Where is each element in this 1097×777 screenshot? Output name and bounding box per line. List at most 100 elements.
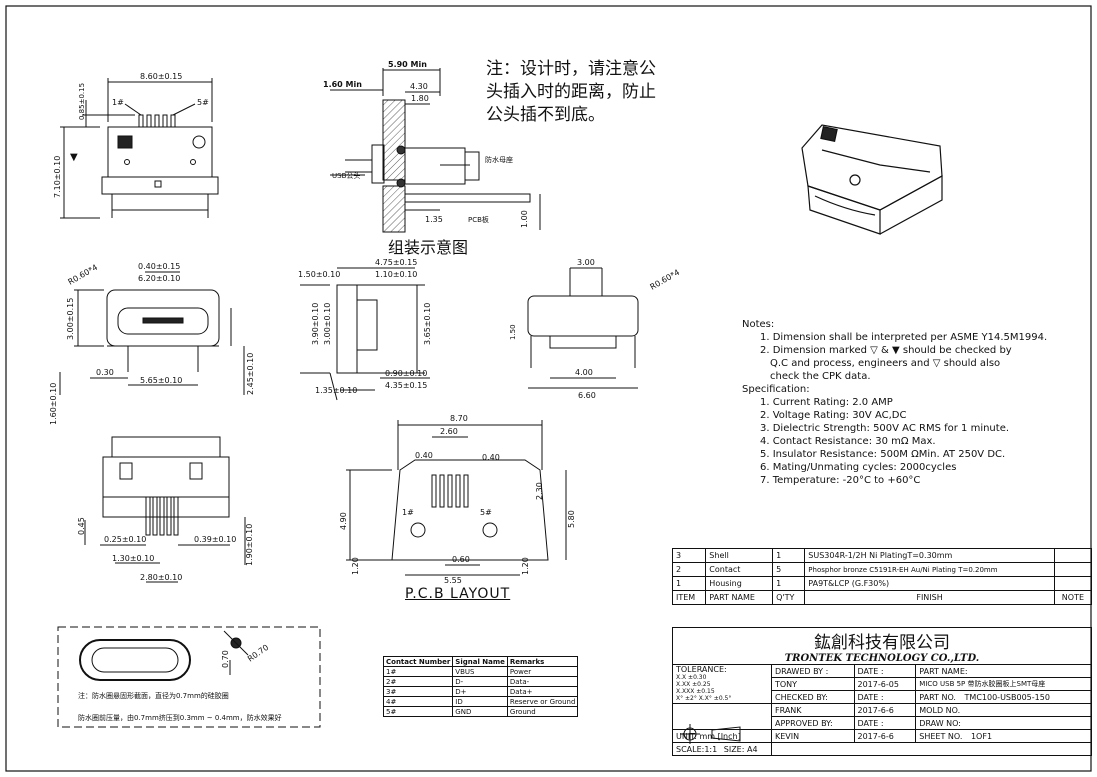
date-3: 2017-6-6 <box>853 729 917 743</box>
spec-5: 5. Insulator Resistance: 500M ΩMin. AT 2… <box>760 449 1006 460</box>
date-label-3: DATE : <box>853 716 917 730</box>
drawed-by-label: DRAWED BY : <box>771 664 855 678</box>
dim-pcb-060: 0.60 <box>452 555 470 564</box>
dim-pcb-260: 2.60 <box>440 427 458 436</box>
label-pcb-pin5: 5# <box>480 508 492 517</box>
dim-gasket-r: R0.70 <box>246 643 270 664</box>
dim-front-h: 3.00±0.15 <box>66 298 75 340</box>
pin-signal: VBUS <box>452 666 508 677</box>
assembly-view <box>330 68 541 233</box>
dim-end-r: R0.60*4 <box>649 268 682 292</box>
dim-side-g: 0.90±0.10 <box>385 369 427 378</box>
bom-header-item: ITEM <box>671 590 707 605</box>
pin-number: 4# <box>382 696 454 707</box>
approved-by-label: APPROVED BY: <box>771 716 855 730</box>
dim-front-030: 0.30 <box>96 368 114 377</box>
tolerance-3: X.XXX ±0.15 <box>676 688 715 695</box>
dim-side-a: 1.50±0.10 <box>298 270 340 279</box>
bom-finish: Phosphor bronze C5191R-EH Au/Ni Plating … <box>804 562 1055 577</box>
bom-item: 2 <box>671 562 707 577</box>
bottom-view <box>84 436 246 583</box>
approved-by-name: KEVIN <box>771 729 855 743</box>
label-pin1-top: 1# <box>112 98 124 107</box>
part-no-row: PART NO. TMC100-USB005-150 <box>915 690 1092 704</box>
dim-front-top2: 6.20±0.10 <box>138 274 180 283</box>
dim-front-w: 5.65±0.10 <box>140 376 182 385</box>
iso-view <box>801 124 943 235</box>
date-label-2: DATE : <box>853 690 917 704</box>
label-pcb-pin1: 1# <box>402 508 414 517</box>
pin-header-signal: Signal Name <box>452 656 508 667</box>
pin-header-contact: Contact Number <box>382 656 454 667</box>
spec-3: 3. Dielectric Strength: 500V AC RMS for … <box>760 423 1010 434</box>
dim-end-lt: 1.50 <box>509 324 517 340</box>
dim-pcb-040b: 0.40 <box>482 453 500 462</box>
spec-title: Specification: <box>742 384 810 395</box>
dim-pcb-040a: 0.40 <box>415 451 433 460</box>
spec-4: 4. Contact Resistance: 30 mΩ Max. <box>760 436 936 447</box>
dim-side-d: 3.90±0.10 <box>311 303 320 345</box>
dim-end-3: 3.00 <box>577 258 595 267</box>
top-view <box>60 78 219 219</box>
table-row: 5# GND Ground <box>382 706 579 717</box>
spec-6: 6. Mating/Unmating cycles: 2000cycles <box>760 462 957 473</box>
bom-note <box>1053 562 1093 577</box>
dim-pcb-555: 5.55 <box>444 576 462 585</box>
date-1: 2017-6-05 <box>853 677 917 691</box>
bom-note <box>1053 576 1093 591</box>
dim-pcb-120b: 1.20 <box>521 557 530 575</box>
bom-header-note: NOTE <box>1053 590 1093 605</box>
bom-header: ITEM PART NAME Q'TY FINISH NOTE <box>671 590 1093 605</box>
notes-block: Notes: 1. Dimension shall be interpreted… <box>742 318 1047 487</box>
side-view <box>300 267 430 401</box>
pin-signal: D- <box>452 676 508 687</box>
table-row: 1# VBUS Power <box>382 666 579 677</box>
end-view <box>527 267 639 389</box>
bom-part: Housing <box>705 576 774 591</box>
part-no-label: PART NO. <box>919 692 956 702</box>
dim-pcb-120a: 1.20 <box>351 557 360 575</box>
dim-5-90: 5.90 Min <box>388 60 427 69</box>
dim-top-height: 7.10±0.10 <box>53 156 62 198</box>
dim-1-00: 1.00 <box>520 210 529 228</box>
dim-pcb-870: 8.70 <box>450 414 468 423</box>
table-row: 4# ID Reserve or Ground <box>382 696 579 707</box>
bom-row: 1 Housing 1 PA9T&LCP (G.F30%) <box>671 576 1093 591</box>
notes-title: Notes: <box>742 319 775 330</box>
dim-pcb-230: 2.30 <box>535 482 544 500</box>
dim-end-6: 6.60 <box>578 391 596 400</box>
bom-qty: 1 <box>772 548 806 563</box>
label-waterproof: 防水母座 <box>485 155 513 164</box>
gasket-note-2: 防水圈前压量，由0.7mm挤压到0.3mm ~ 0.4mm，防水效果好 <box>78 713 282 722</box>
dim-front-h2: 2.45±0.10 <box>246 353 255 395</box>
dim-side-h: 4.35±0.15 <box>385 381 427 390</box>
pin-assignment-table: Contact Number Signal Name Remarks 1# VB… <box>382 656 579 717</box>
pin-table-header: Contact Number Signal Name Remarks <box>382 656 579 667</box>
dim-1-35: 1.35 <box>425 215 443 224</box>
bom-finish: PA9T&LCP (G.F30%) <box>804 576 1055 591</box>
bom-header-finish: FINISH <box>804 590 1055 605</box>
spec-7: 7. Temperature: -20°C to +60°C <box>760 475 921 486</box>
pin-number: 2# <box>382 676 454 687</box>
note-1: 1. Dimension shall be interpreted per AS… <box>760 332 1048 343</box>
pin-remarks: Data- <box>506 676 579 687</box>
tolerance-label: TOLERANCE: <box>676 665 727 674</box>
dim-side-e: 3.00±0.10 <box>323 303 332 345</box>
table-row: 2# D- Data- <box>382 676 579 687</box>
label-pcb: PCB板 <box>468 215 489 224</box>
assembly-caption: 组装示意图 <box>388 238 469 257</box>
gasket-detail <box>57 626 321 728</box>
bom-qty: 1 <box>772 576 806 591</box>
pcb-caption: P.C.B LAYOUT <box>405 586 511 602</box>
dim-bot-130: 1.30±0.10 <box>112 554 154 563</box>
note-2b: Q.C and process, engineers and ▽ should … <box>770 358 1001 369</box>
pin-signal: ID <box>452 696 508 707</box>
pin-header-remarks: Remarks <box>506 656 579 667</box>
sheet-border <box>5 5 1092 772</box>
scale-label: SCALE:1:1 <box>676 744 718 754</box>
date-label-1: DATE : <box>853 664 917 678</box>
pcb-layout-view <box>346 420 567 576</box>
gasket-note-1: 注：防水圈悬固形截面，直径为0.7mm的硅胶圈 <box>78 691 229 700</box>
sheet-no-row: SHEET NO. 1OF1 <box>915 729 1092 743</box>
